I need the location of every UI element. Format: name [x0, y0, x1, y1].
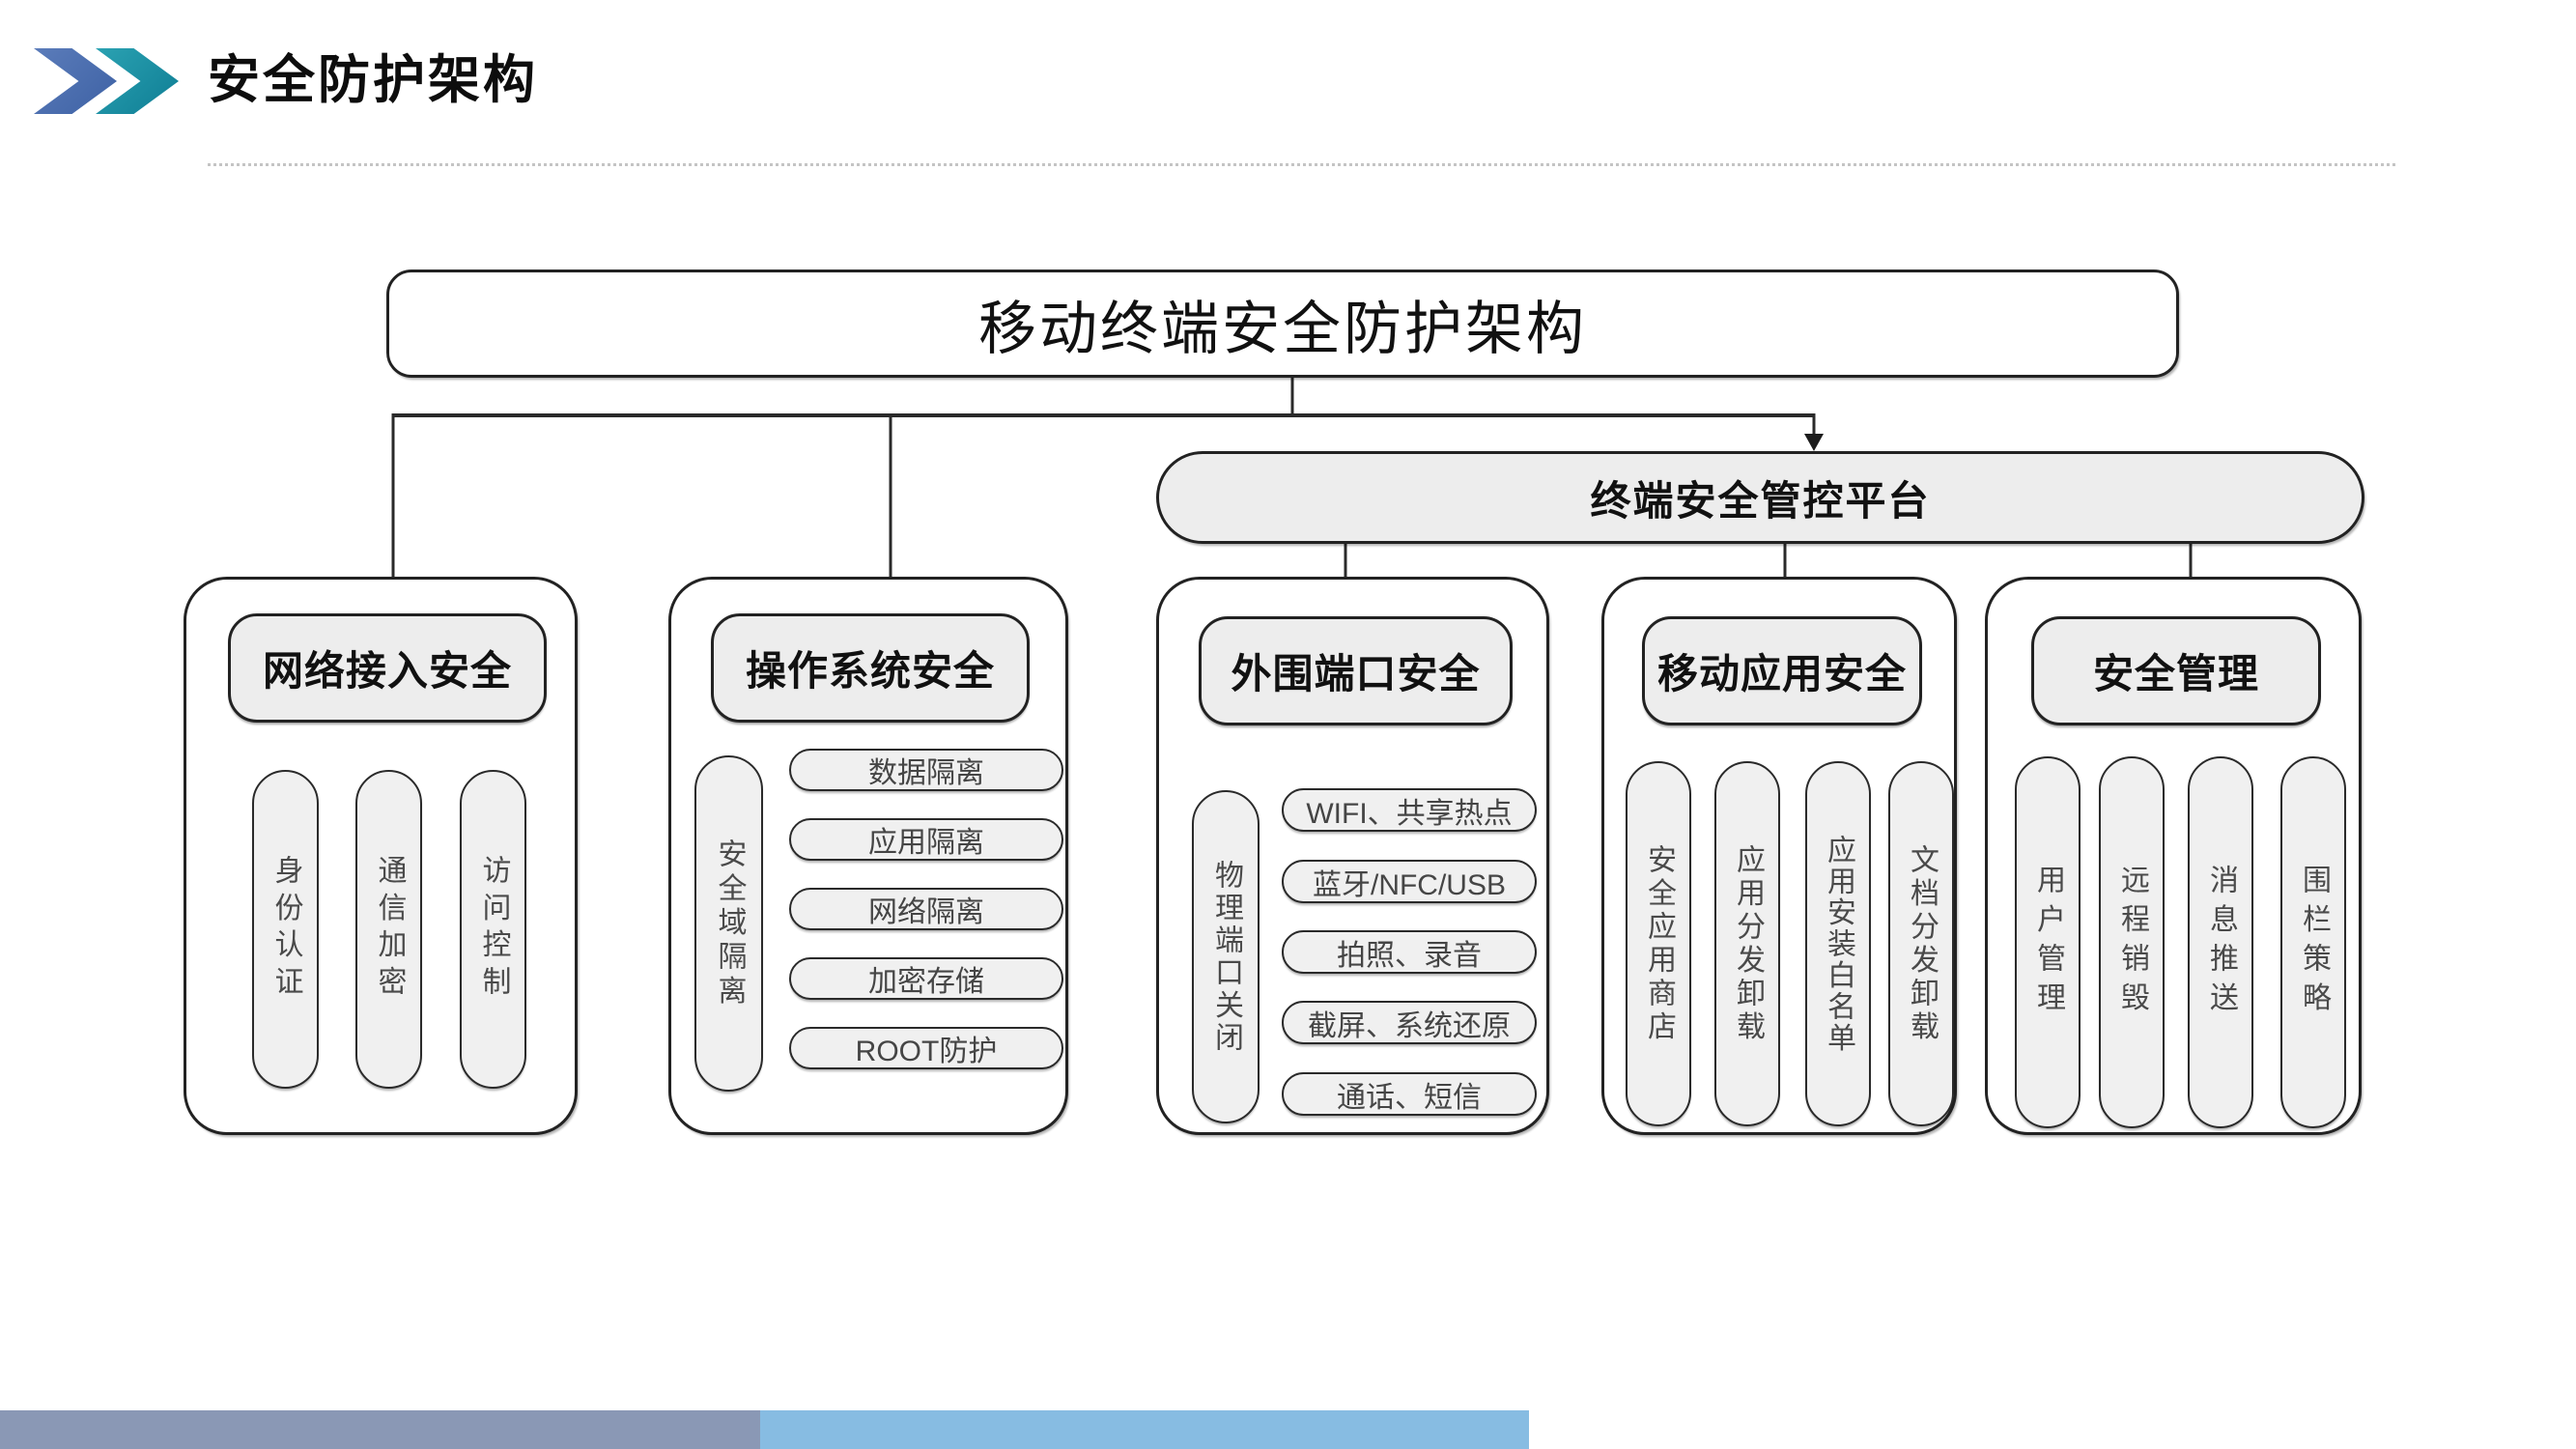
vertical-pill: 围栏策略 [2280, 756, 2346, 1128]
vertical-pill: 远程销毁 [2099, 756, 2165, 1128]
vertical-pill: 安全域隔离 [694, 755, 763, 1092]
column-network-access: 网络接入安全 身份认证 通信加密 访问控制 [184, 577, 578, 1135]
feature-pill: 拍照、录音 [1282, 930, 1537, 974]
footer-bar-gray [0, 1410, 760, 1449]
vertical-pill: 文档分发卸载 [1888, 761, 1954, 1126]
vertical-pill: 通信加密 [355, 770, 422, 1089]
vertical-pill: 用户管理 [2015, 756, 2081, 1128]
feature-pill: 截屏、系统还原 [1282, 1001, 1537, 1044]
column-security-management: 安全管理 用户管理 远程销毁 消息推送 围栏策略 [1985, 577, 2362, 1135]
column-peripheral-ports: 外围端口安全 物理端口关闭 WIFI、共享热点 蓝牙/NFC/USB 拍照、录音… [1156, 577, 1549, 1135]
vertical-pill: 访问控制 [460, 770, 526, 1089]
page-title: 安全防护架构 [208, 51, 538, 109]
column-header: 安全管理 [2031, 616, 2321, 725]
column-header: 外围端口安全 [1199, 616, 1513, 725]
feature-pill: 数据隔离 [789, 749, 1063, 791]
footer-bar-blue [760, 1410, 1529, 1449]
double-chevron-right-icon [34, 48, 179, 114]
column-os-security: 操作系统安全 安全域隔离 数据隔离 应用隔离 网络隔离 加密存储 ROOT防护 [668, 577, 1068, 1135]
column-header: 操作系统安全 [711, 613, 1030, 723]
feature-pill: 网络隔离 [789, 888, 1063, 930]
vertical-pill: 应用分发卸载 [1714, 761, 1780, 1126]
feature-pill: WIFI、共享热点 [1282, 788, 1537, 832]
root-node: 移动终端安全防护架构 [386, 270, 2179, 378]
vertical-pill: 安全应用商店 [1626, 761, 1691, 1126]
column-header: 网络接入安全 [228, 613, 547, 723]
vertical-pill: 应用安装白名单 [1805, 761, 1871, 1126]
feature-pill: ROOT防护 [789, 1027, 1063, 1069]
vertical-pill: 消息推送 [2188, 756, 2253, 1128]
column-mobile-app-security: 移动应用安全 安全应用商店 应用分发卸载 应用安装白名单 文档分发卸载 [1601, 577, 1957, 1135]
vertical-pill: 身份认证 [252, 770, 319, 1089]
feature-pill: 加密存储 [789, 957, 1063, 1000]
feature-pill: 通话、短信 [1282, 1072, 1537, 1116]
feature-pill: 蓝牙/NFC/USB [1282, 860, 1537, 903]
platform-node: 终端安全管控平台 [1156, 451, 2364, 544]
vertical-pill: 物理端口关闭 [1192, 790, 1260, 1123]
title-divider [208, 163, 2395, 166]
feature-pill: 应用隔离 [789, 818, 1063, 861]
column-header: 移动应用安全 [1642, 616, 1922, 725]
